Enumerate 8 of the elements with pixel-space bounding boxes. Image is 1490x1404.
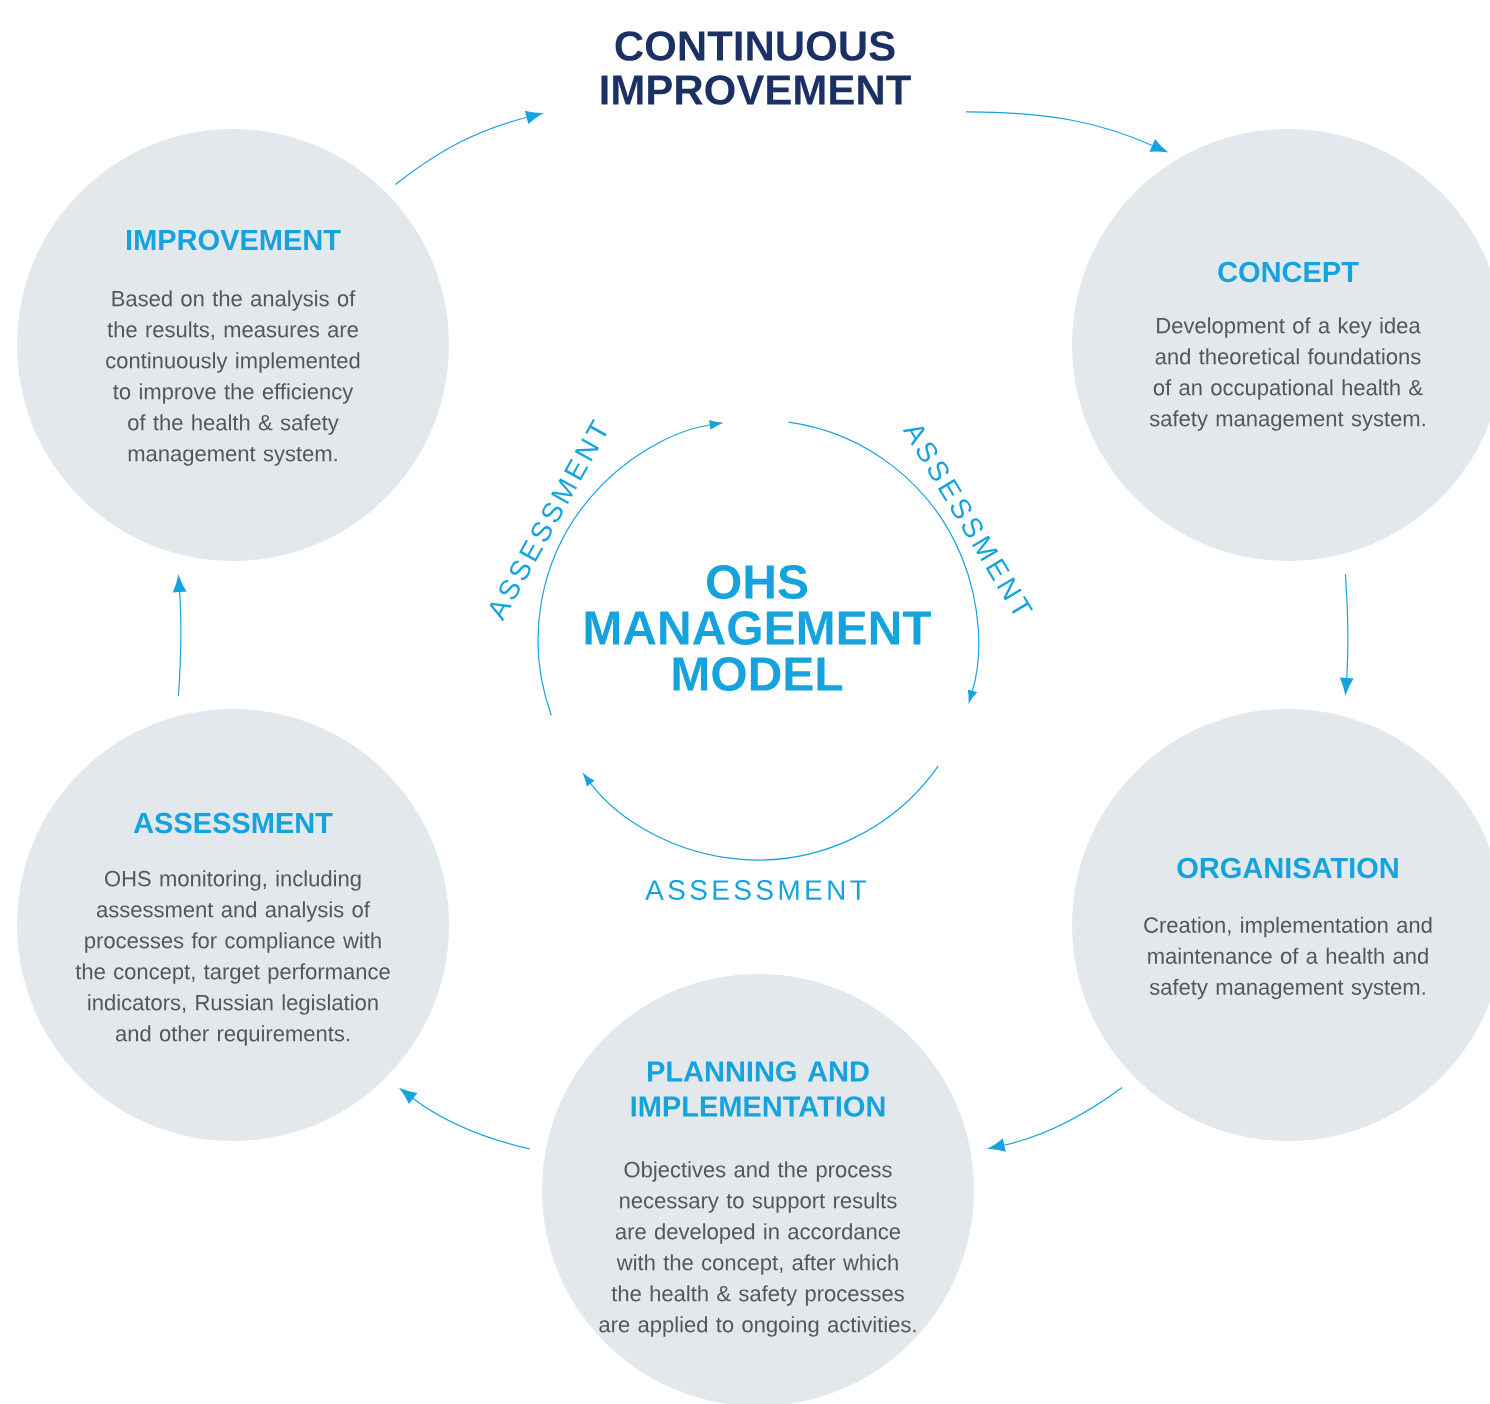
arrow — [173, 575, 187, 697]
arrow — [400, 1088, 530, 1150]
arrow — [1340, 573, 1354, 695]
arrow — [965, 111, 1168, 153]
arrow — [394, 110, 543, 186]
cycle-title: CONTINUOUS IMPROVEMENT — [601, 31, 911, 105]
arrow — [988, 1086, 1123, 1152]
arc-label: ASSESSMENT — [645, 880, 867, 900]
